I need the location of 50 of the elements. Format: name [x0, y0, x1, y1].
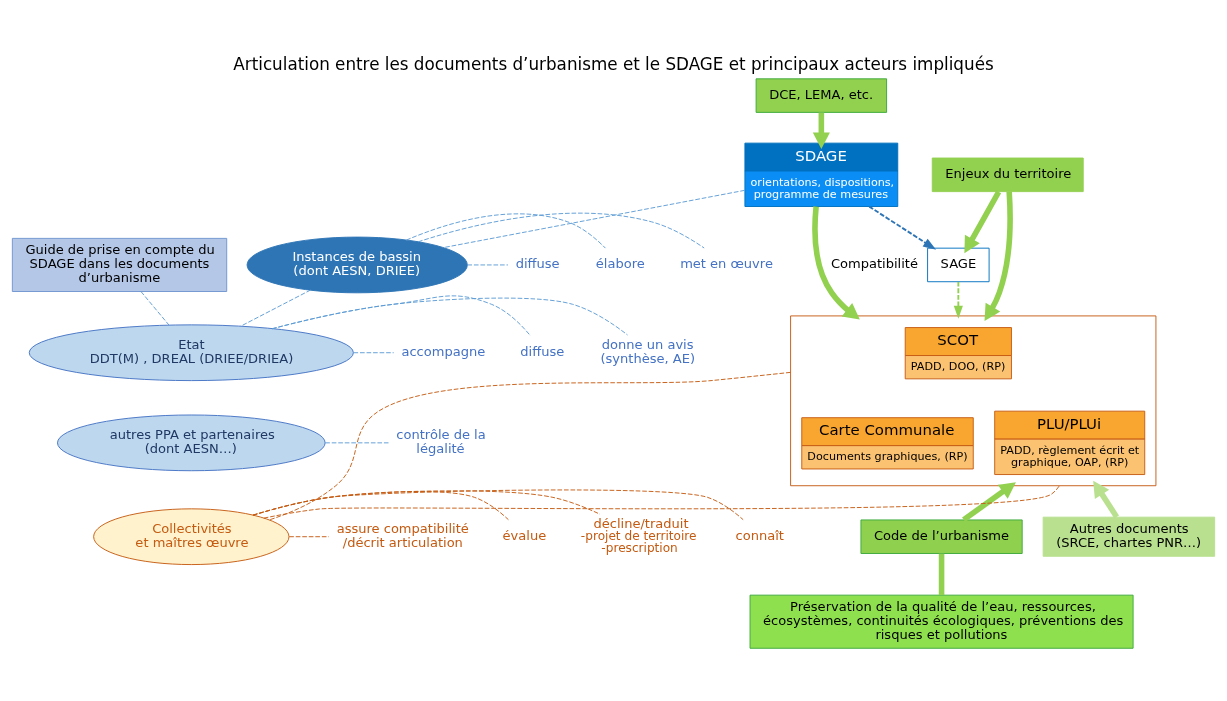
node-box: Code de l’urbanisme	[860, 519, 1023, 554]
arrow	[868, 205, 937, 250]
connector	[288, 536, 330, 538]
node-box: Guide de prise en compte du SDAGE dans les documents d’urbanisme	[11, 237, 228, 292]
connector	[140, 291, 170, 326]
connector	[466, 264, 509, 266]
arrow	[964, 190, 1002, 254]
node-box: SAGE	[927, 247, 990, 283]
connector	[938, 553, 945, 595]
node-text: élabore	[595, 256, 645, 272]
arrow	[812, 206, 860, 320]
connector	[353, 352, 395, 354]
node-label: -prescription	[601, 541, 678, 555]
node-text: décline/traduit	[593, 515, 689, 531]
node-box: Préservation de la qualité de l’eau, ressources, écosystèmes, continuités écologiques, préventions des risques et pollutions	[749, 594, 1134, 649]
connector	[271, 297, 628, 336]
arrow	[984, 191, 1013, 322]
node-text: diffuse	[520, 344, 565, 360]
node-text: met en œuvre	[680, 256, 773, 272]
node-ellipse: Collectivités et maîtres œuvre	[93, 508, 290, 566]
node-ellipse: Etat DDT(M) , DREAL (DRIEE/DRIEA)	[28, 324, 354, 382]
node-text: diffuse	[515, 256, 560, 272]
edge-label: Compatibilité	[830, 256, 918, 272]
node-text: accompagne	[401, 344, 486, 360]
node-ellipse: autres PPA et partenaires (dont AESN…)	[57, 414, 326, 472]
connector	[252, 491, 509, 521]
node-text: donne un avis (synthèse, AE)	[600, 337, 696, 367]
node-box: DCE, LEMA, etc.	[755, 78, 888, 113]
node-text: assure compatibilité /décrit articulation	[336, 521, 469, 551]
diagram-title: Articulation entre les documents d’urbanisme et le SDAGE et principaux acteurs impliqués	[233, 53, 994, 74]
node-text: connaît	[735, 528, 784, 544]
node-label: -projet de territoire	[580, 528, 697, 543]
node-ellipse: Instances de bassin (dont AESN, DRIEE)	[246, 236, 468, 294]
connector	[252, 489, 744, 521]
connector	[417, 212, 705, 249]
node-box: Autres documents (SRCE, chartes PNR…)	[1042, 516, 1216, 557]
connector	[263, 485, 1060, 519]
connector	[240, 289, 311, 327]
connector	[324, 442, 389, 444]
node-text: contrôle de la légalité	[396, 427, 486, 457]
cluster	[790, 315, 1157, 487]
node-box: Enjeux du territoire	[931, 157, 1084, 193]
connector	[268, 371, 792, 521]
arrow	[953, 281, 963, 319]
arrow	[1093, 480, 1119, 519]
connector	[442, 189, 746, 249]
connector	[405, 213, 606, 249]
node-text: évalue	[502, 528, 547, 544]
arrow	[962, 482, 1016, 523]
arrow	[812, 112, 830, 149]
